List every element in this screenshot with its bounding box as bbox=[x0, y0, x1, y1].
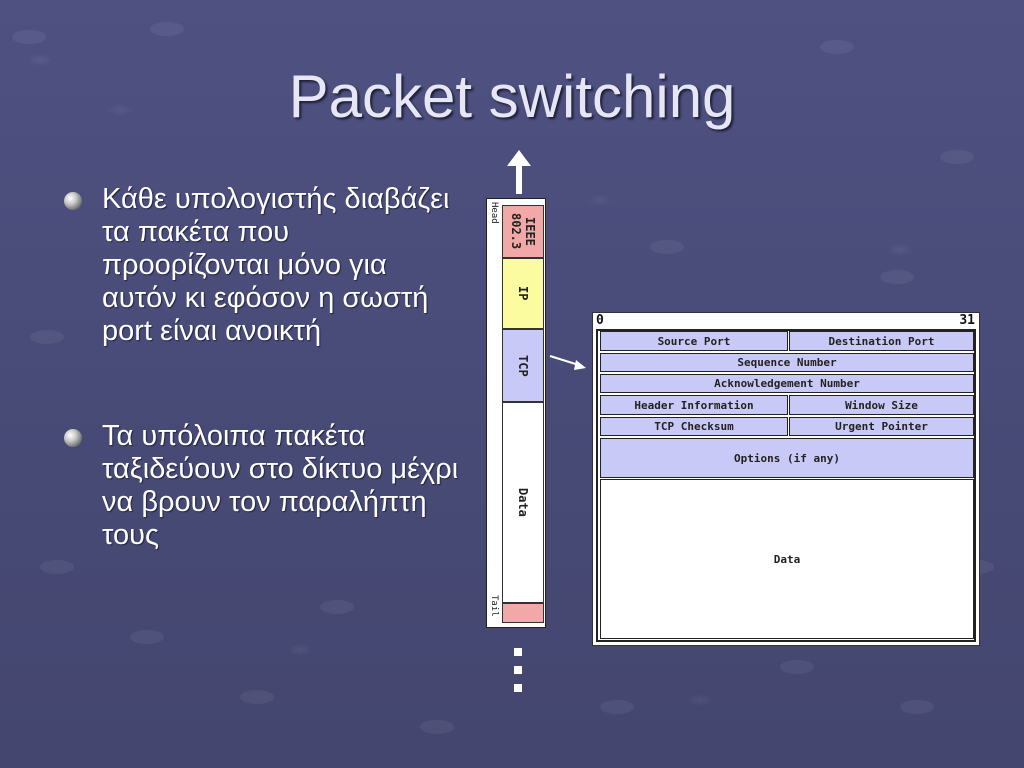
field-sequence-number: Sequence Number bbox=[600, 353, 974, 372]
bullet-text: Κάθε υπολογιστής διαβάζει τα πακέτα που … bbox=[102, 183, 450, 347]
segment-ieee: IEEE 802.3 bbox=[502, 205, 544, 258]
slide-title: Packet switching bbox=[288, 63, 736, 130]
field-acknowledgement-number: Acknowledgement Number bbox=[600, 374, 974, 393]
continuation-dots bbox=[514, 648, 522, 692]
field-urgent-pointer: Urgent Pointer bbox=[789, 417, 974, 436]
bullet-item: Τα υπόλοιπα πακέτα ταξιδεύουν στο δίκτυο… bbox=[64, 420, 464, 552]
arrow-right-icon bbox=[549, 355, 586, 370]
field-destination-port: Destination Port bbox=[789, 331, 974, 351]
segment-tcp: TCP bbox=[502, 329, 544, 402]
segment-trailer bbox=[502, 603, 544, 623]
bit-start-label: 0 bbox=[596, 313, 604, 328]
field-window-size: Window Size bbox=[789, 395, 974, 415]
tcp-header-diagram: 0 31 Source Port Destination Port Sequen… bbox=[592, 312, 980, 646]
tail-label: Tail bbox=[489, 595, 499, 617]
bullet-text: Τα υπόλοιπα πακέτα ταξιδεύουν στο δίκτυο… bbox=[102, 420, 459, 551]
arrow-up-icon bbox=[507, 150, 531, 194]
field-source-port: Source Port bbox=[600, 331, 788, 351]
segment-data: Data bbox=[502, 402, 544, 603]
field-tcp-checksum: TCP Checksum bbox=[600, 417, 788, 436]
field-header-information: Header Information bbox=[600, 395, 788, 415]
field-options: Options (if any) bbox=[600, 438, 974, 478]
packet-diagram: Head Tail IEEE 802.3 IP TCP Data bbox=[486, 198, 546, 628]
segment-ip: IP bbox=[502, 258, 544, 329]
sphere-bullet-icon bbox=[64, 429, 82, 447]
bullet-item: Κάθε υπολογιστής διαβάζει τα πακέτα που … bbox=[64, 183, 464, 348]
sphere-bullet-icon bbox=[64, 192, 82, 210]
tcp-header-frame: Source Port Destination Port Sequence Nu… bbox=[596, 329, 976, 642]
bit-end-label: 31 bbox=[959, 313, 975, 328]
head-label: Head bbox=[489, 202, 499, 224]
field-data: Data bbox=[600, 479, 974, 639]
